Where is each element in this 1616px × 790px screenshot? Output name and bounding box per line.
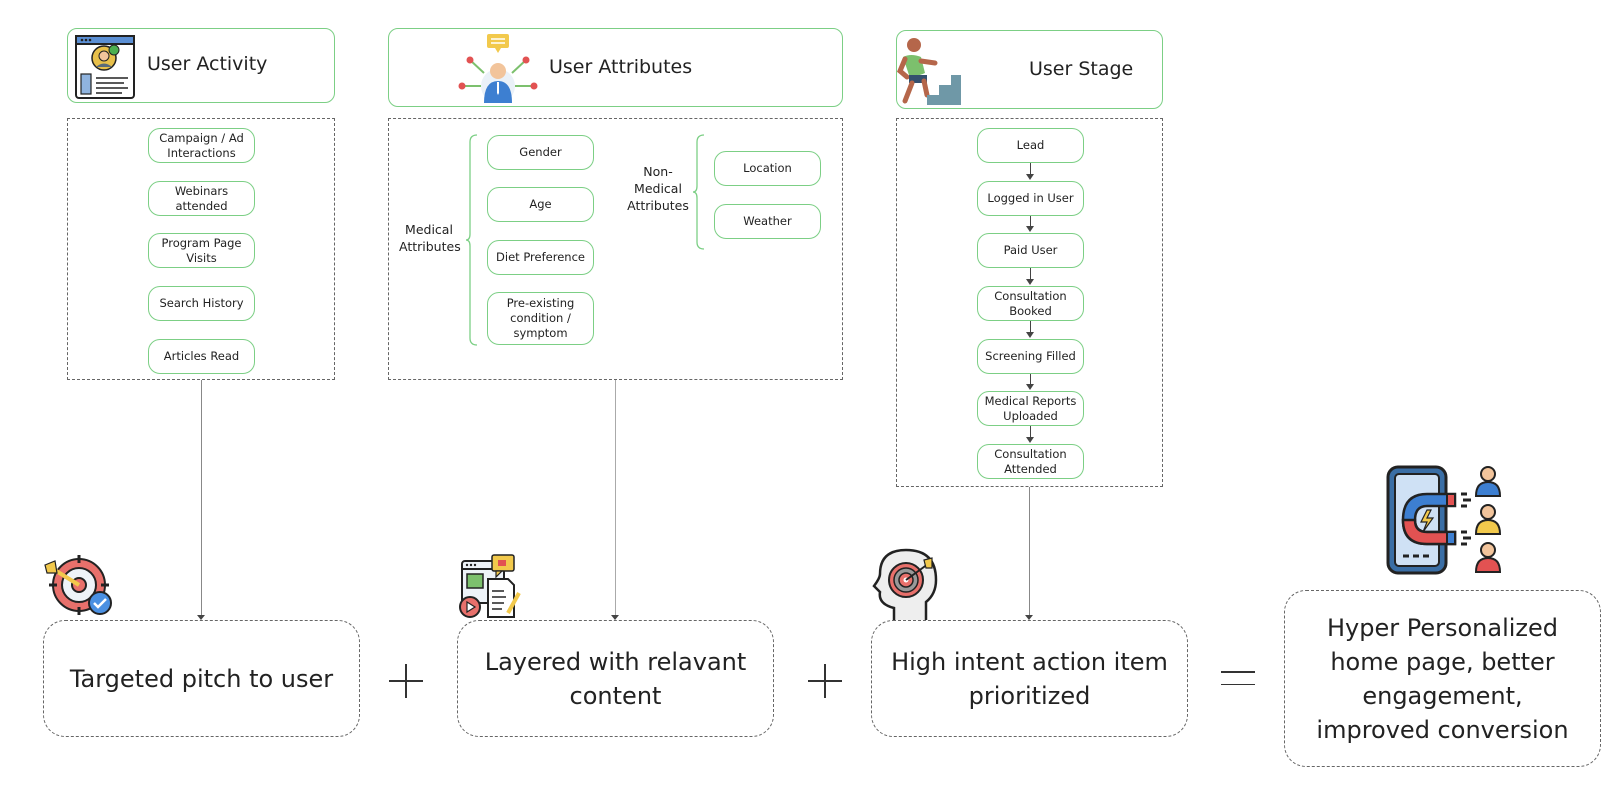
stage-step: Consultation Attended (977, 444, 1084, 479)
activity-item: Search History (148, 286, 255, 321)
user-attributes-header: User Attributes (388, 28, 843, 107)
attributes-to-content-connector (615, 380, 616, 618)
stage-step: Consultation Booked (977, 286, 1084, 321)
stage-step: Logged in User (977, 181, 1084, 216)
stage-arrowhead (1026, 279, 1034, 285)
hyper-personalized-result-box: Hyper Personalized home page, better eng… (1284, 590, 1601, 767)
person-climbing-stairs-icon (896, 37, 963, 109)
stage-step: Screening Filled (977, 339, 1084, 374)
stage-to-intent-connector (1029, 487, 1030, 618)
medical-attributes-label: Medical Attributes (399, 222, 461, 254)
magnet-attract-users-icon (1385, 464, 1505, 584)
activity-to-pitch-connector (201, 380, 202, 618)
stage-step: Medical Reports Uploaded (977, 391, 1084, 426)
user-attributes-title: User Attributes (549, 56, 693, 78)
user-stage-panel: Lead Logged in User Paid User Consultati… (896, 118, 1163, 487)
stage-connector (1030, 374, 1031, 385)
medical-attribute-item: Age (487, 187, 594, 222)
activity-item: Articles Read (148, 339, 255, 374)
non-medical-attribute-item: Weather (714, 204, 821, 239)
activity-item: Campaign / Ad Interactions (148, 128, 255, 163)
stage-connector (1030, 268, 1031, 280)
stage-arrowhead (1026, 174, 1034, 180)
medical-attribute-item: Diet Preference (487, 240, 594, 275)
plus-operator (389, 664, 423, 698)
user-activity-panel: Campaign / Ad Interactions Webinars atte… (67, 118, 335, 380)
user-stage-title: User Stage (1029, 58, 1134, 80)
stage-arrowhead (1026, 226, 1034, 232)
target-check-icon (43, 555, 115, 621)
content-media-icon (456, 553, 522, 623)
stage-connector (1030, 216, 1031, 227)
stage-connector (1030, 321, 1031, 333)
stage-arrowhead (1026, 332, 1034, 338)
targeted-pitch-box: Targeted pitch to user (43, 620, 360, 737)
relevant-content-box: Layered with relavant content (457, 620, 774, 737)
non-medical-attributes-label: Non-Medical Attributes (627, 164, 689, 213)
medical-attribute-item: Gender (487, 135, 594, 170)
equals-operator (1221, 671, 1255, 685)
plus-operator (808, 664, 842, 698)
activity-item: Webinars attended (148, 181, 255, 216)
user-activity-header: User Activity (67, 28, 335, 103)
activity-item: Program Page Visits (148, 233, 255, 268)
arrowhead (197, 615, 205, 620)
user-network-icon (457, 33, 539, 107)
non-medical-attribute-item: Location (714, 151, 821, 186)
arrowhead (611, 615, 619, 620)
user-attributes-panel: Medical Attributes Gender Age Diet Prefe… (388, 118, 843, 380)
stage-step: Lead (977, 128, 1084, 163)
non-medical-brace (692, 134, 705, 250)
high-intent-action-box: High intent action item prioritized (871, 620, 1188, 737)
user-stage-header: User Stage (896, 30, 1163, 109)
stage-arrowhead (1026, 437, 1034, 443)
stage-connector (1030, 426, 1031, 438)
medical-brace (465, 134, 478, 346)
user-profile-icon (74, 34, 136, 104)
stage-step: Paid User (977, 233, 1084, 268)
head-target-icon (872, 548, 942, 624)
stage-arrowhead (1026, 384, 1034, 390)
user-activity-title: User Activity (147, 53, 268, 75)
arrowhead (1025, 615, 1033, 620)
medical-attribute-item: Pre-existing condition / symptom (487, 292, 594, 345)
stage-connector (1030, 163, 1031, 175)
